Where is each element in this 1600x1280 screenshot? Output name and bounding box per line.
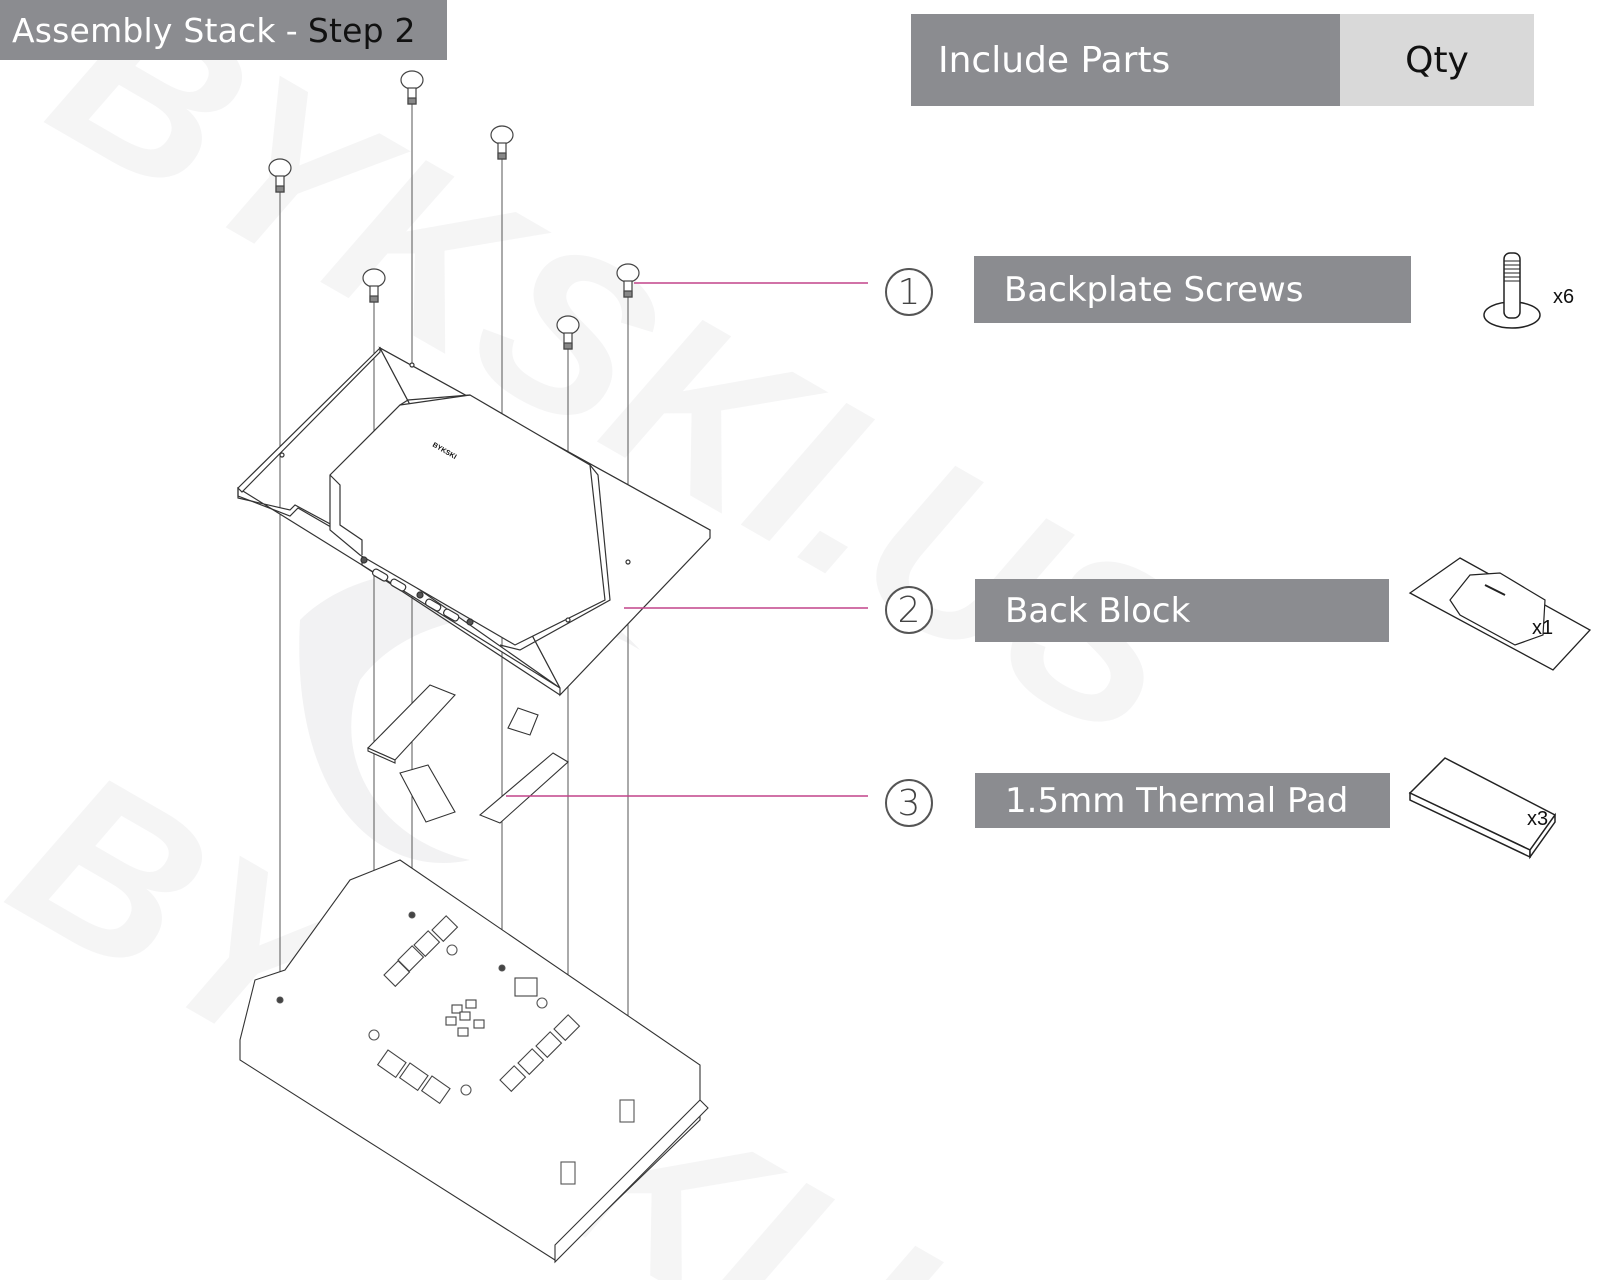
part-label-thermal-pad: 1.5mm Thermal Pad [975,773,1390,828]
standoff [560,1161,576,1185]
thermal-pads-drawing [367,684,569,824]
screw-icon [362,268,386,303]
screws [268,70,640,350]
screw-icon [616,263,640,298]
qty-backplate-screws: x6 [1553,286,1575,308]
screw-icon [400,70,424,105]
thermal-pad-icon [1408,757,1557,860]
qty-thermal-pad: x3 [1527,808,1549,830]
back-block-icon [1408,557,1592,671]
part-label-backplate-screws: Backplate Screws [974,256,1411,323]
page-title-bar: Assembly Stack - Step 2 [0,0,447,60]
qty-header: Qty [1340,14,1534,106]
callout-3: 3 [885,779,933,827]
page-title: Assembly Stack [12,10,276,50]
parts-table-header: Include Parts Qty [911,14,1534,106]
screw-icon [556,315,580,350]
screw-icon [268,158,292,193]
leader-lines [506,282,868,797]
back-block-drawing: BYKSKI [237,346,711,697]
screw-icon [490,125,514,160]
screw-icon [1483,252,1541,329]
part-label-back-block: Back Block [975,579,1389,642]
step-label: Step 2 [307,10,416,50]
include-parts-header: Include Parts [911,14,1340,106]
standoff [619,1099,635,1123]
qty-back-block: x1 [1532,617,1554,639]
callout-2: 2 [885,586,933,634]
title-separator: - [285,10,298,50]
graphics-card-pcb-drawing [239,859,709,1264]
callout-1: 1 [885,268,933,316]
